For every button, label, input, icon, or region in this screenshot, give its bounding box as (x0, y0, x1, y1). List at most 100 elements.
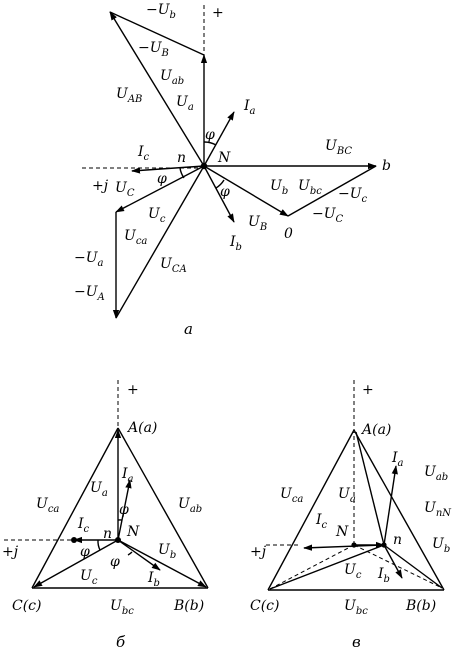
vector-Ib (203, 165, 235, 223)
label-Cc-b: C(c) (12, 598, 41, 614)
label-Uc-c: Uc (344, 562, 362, 581)
vector-Ib-c (383, 544, 403, 579)
label-phi-top-b: φ (119, 502, 129, 518)
label-Ic-c: Ic (315, 512, 328, 531)
label-Ubc-c: Ubc (344, 598, 368, 617)
side-Uca-c (267, 429, 355, 591)
label-Aa-c: A(a) (360, 422, 391, 438)
label-Bb-c: B(b) (405, 598, 436, 614)
label-Ia-c: Ia (391, 450, 404, 469)
label-Ic-b: Ic (77, 516, 90, 535)
side-Uab-c (353, 429, 445, 591)
vector-Uc-c (269, 544, 355, 590)
line-n-to-A (355, 431, 385, 546)
label-Bb-b: B(b) (173, 598, 204, 614)
label-phi-top: φ (205, 127, 215, 143)
label-Cc-c: C(c) (250, 598, 279, 614)
label-plus-j: +j (92, 178, 109, 194)
vector-Ia-b (117, 479, 132, 541)
label-Ib-b: Ib (147, 570, 160, 589)
vector-Ia-c (383, 465, 398, 546)
label-UCA: UCA (160, 256, 187, 275)
label-Uca: Uca (124, 228, 147, 247)
label-phi-bottom-b: φ (110, 554, 120, 570)
point-n-c (381, 542, 387, 548)
angle-arc-right (215, 179, 225, 189)
label-Uab-b: Uab (178, 496, 202, 515)
label-plus-b: + (127, 382, 139, 398)
vector-Ia (203, 111, 235, 167)
label-plus-c: + (362, 382, 374, 398)
label-Ub-c: Ub (432, 536, 450, 555)
vector-Ic-c (303, 544, 385, 551)
label-N-c: N (335, 524, 349, 540)
point-N-c (351, 542, 357, 548)
label-Ia: Ia (243, 98, 256, 117)
angle-arc-left (179, 167, 185, 179)
label-N-b: N (126, 524, 140, 540)
label-Uca-c: Uca (280, 486, 303, 505)
panel-b: + +j A(a) Ia Ua Uca Uab φ Ic n N φ Ub φ … (2, 380, 209, 651)
caption-b: б (116, 633, 126, 651)
angle-arc-left-b (97, 539, 101, 551)
label-Uc: Uc (148, 206, 166, 225)
label-minus-UA: −UA (74, 284, 105, 303)
label-Ua: Ua (176, 94, 194, 113)
label-Ua-c: Ua (338, 486, 356, 505)
vector-Uc-b (33, 539, 119, 588)
label-Uab-c: Uab (424, 464, 448, 483)
label-Aa-b: A(a) (126, 420, 157, 436)
vector-Ub-b (117, 539, 207, 588)
label-minus-UB: −UB (138, 40, 169, 59)
label-Uc-b: Uc (80, 568, 98, 587)
vector-Uc (115, 165, 205, 213)
label-minus-Ua: −Ua (74, 250, 104, 269)
panel-c: + +j A(a) Ia Uab Uca Ua UnN Ic N n Ub Uc… (250, 380, 452, 651)
label-Ub: Ub (270, 178, 288, 197)
angle-arc-bottom-b (127, 551, 133, 556)
label-Uab: Uab (160, 68, 184, 87)
label-Ubc-b: Ubc (110, 598, 134, 617)
label-UBC: UBC (325, 138, 352, 157)
vector-Ic (131, 165, 205, 174)
label-phi-left-b: φ (80, 544, 90, 560)
side-Uca (31, 427, 119, 589)
label-b: b (382, 158, 391, 174)
vector-Ub (203, 165, 289, 217)
label-UAB: UAB (116, 86, 142, 105)
label-minus-Ub: −Ub (146, 2, 176, 21)
label-Ub-b: Ub (158, 542, 176, 561)
vector-minus-Uc (287, 165, 377, 217)
label-n-c: n (393, 532, 402, 548)
line-n-to-B (383, 544, 443, 589)
label-Ubc: Ubc (298, 178, 322, 197)
label-Ib: Ib (229, 234, 242, 253)
label-UnN: UnN (424, 500, 452, 519)
vector-minus-Ub (109, 11, 205, 167)
vector-UCA (115, 165, 205, 319)
label-Ic: Ic (137, 144, 150, 163)
label-zero: 0 (284, 226, 293, 242)
label-n-b: n (103, 526, 112, 542)
label-Ia-b: Ia (121, 466, 134, 485)
label-N: N (217, 150, 231, 166)
side-Uab (117, 427, 209, 589)
label-plus: + (212, 5, 224, 21)
origin-point (200, 162, 208, 170)
label-Uca-b: Uca (36, 496, 59, 515)
caption-a: a (184, 320, 193, 338)
vector-Uab (109, 11, 205, 56)
label-n: n (177, 150, 186, 166)
label-plus-j-b: +j (2, 544, 19, 560)
label-Ua-b: Ua (90, 480, 108, 499)
label-UC: UC (115, 180, 135, 199)
label-phi-right: φ (220, 184, 230, 200)
vector-Ub-c (353, 544, 443, 589)
label-Ib-c: Ib (377, 566, 390, 585)
angle-arc-top (203, 141, 217, 146)
label-phi-left: φ (157, 171, 167, 187)
label-UB: UB (248, 214, 267, 233)
vector-Ib-b (117, 539, 161, 571)
label-minus-UC: −UC (312, 206, 344, 225)
